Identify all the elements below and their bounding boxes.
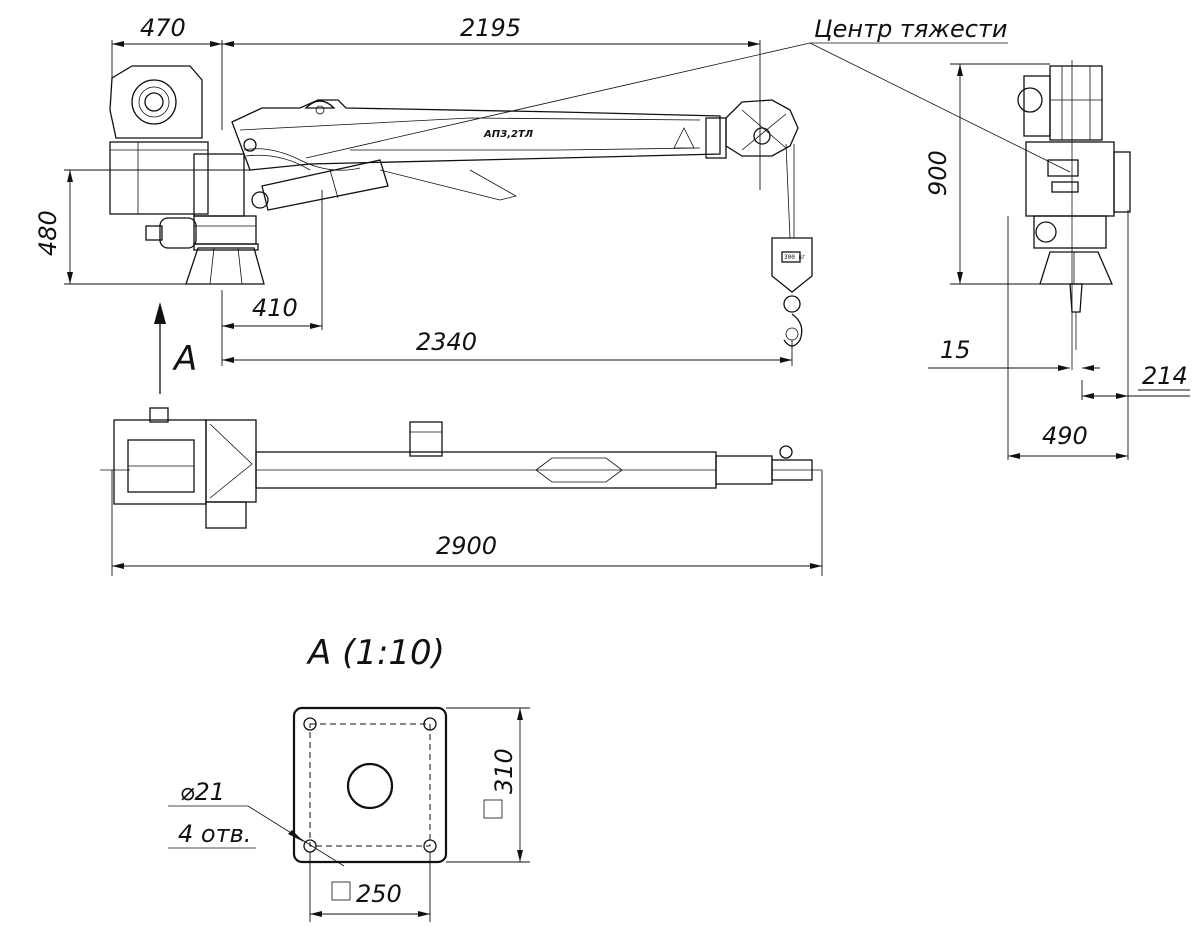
view-a: А (1:10) ⌀21 4 отв. 310 250 bbox=[168, 633, 530, 922]
view-a-title: А (1:10) bbox=[306, 633, 445, 673]
side-dimensions: 470 2195 480 410 2340 А bbox=[34, 14, 793, 394]
dim-310: 310 bbox=[490, 748, 518, 794]
hole-diameter-label: ⌀21 bbox=[180, 778, 225, 806]
dim-480: 480 bbox=[34, 210, 62, 256]
side-view: АПЗ,2ТЛ 300 кг Центр тяжести bbox=[109, 15, 1071, 347]
dim-410: 410 bbox=[252, 294, 298, 322]
dim-2195: 2195 bbox=[460, 14, 521, 42]
front-view bbox=[1017, 60, 1131, 370]
hook-plate-label: 300 кг bbox=[784, 254, 806, 261]
dim-470: 470 bbox=[140, 14, 186, 42]
dim-250: 250 bbox=[356, 880, 402, 908]
dim-2900: 2900 bbox=[436, 532, 497, 560]
view-a-arrow-label: А bbox=[172, 339, 197, 379]
dim-2340: 2340 bbox=[416, 328, 477, 356]
dim-490: 490 bbox=[1042, 422, 1088, 450]
dim-214: 214 bbox=[1142, 362, 1188, 390]
warning-triangle-icon bbox=[673, 127, 695, 149]
front-dimensions: 900 15 214 490 bbox=[924, 63, 1190, 460]
dim-15: 15 bbox=[940, 336, 971, 364]
top-dimensions: 2900 bbox=[111, 470, 823, 576]
center-of-gravity-label: Центр тяжести bbox=[814, 15, 1008, 43]
hole-count-label: 4 отв. bbox=[178, 820, 251, 848]
boom-model-label: АПЗ,2ТЛ bbox=[483, 129, 534, 140]
top-view bbox=[100, 407, 822, 529]
dim-900: 900 bbox=[924, 150, 952, 196]
